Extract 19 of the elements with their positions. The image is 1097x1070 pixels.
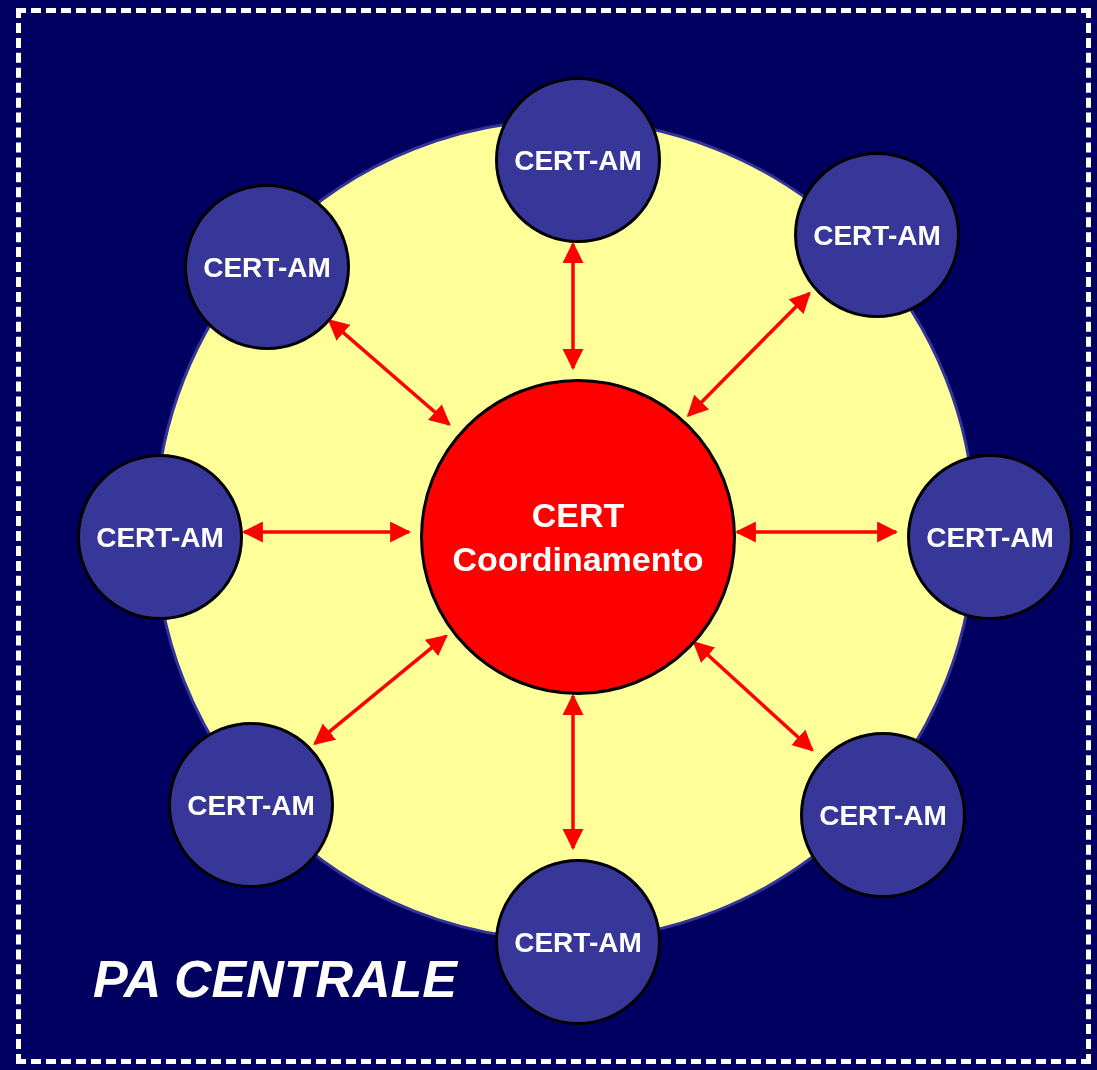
double-arrow <box>241 521 412 543</box>
node-label: CERT-AM <box>96 520 224 555</box>
node-label: CERT-AM <box>187 788 315 823</box>
double-arrow <box>562 693 584 851</box>
node-label: CERT Coordinamento <box>451 494 705 580</box>
node-label: CERT-AM <box>926 520 1054 555</box>
double-arrow <box>692 641 814 752</box>
frame-title: PA CENTRALE <box>93 953 457 1005</box>
node-label: CERT-AM <box>819 798 947 833</box>
double-arrow <box>562 241 584 371</box>
double-arrow <box>313 634 448 745</box>
node-label: CERT-AM <box>514 143 642 178</box>
node-label: CERT-AM <box>813 218 941 253</box>
double-arrow <box>734 521 899 543</box>
node-label: CERT-AM <box>203 250 331 285</box>
double-arrow <box>327 318 451 426</box>
double-arrow <box>686 291 811 417</box>
dashed-frame <box>16 8 1091 1064</box>
node-label: CERT-AM <box>514 925 642 960</box>
